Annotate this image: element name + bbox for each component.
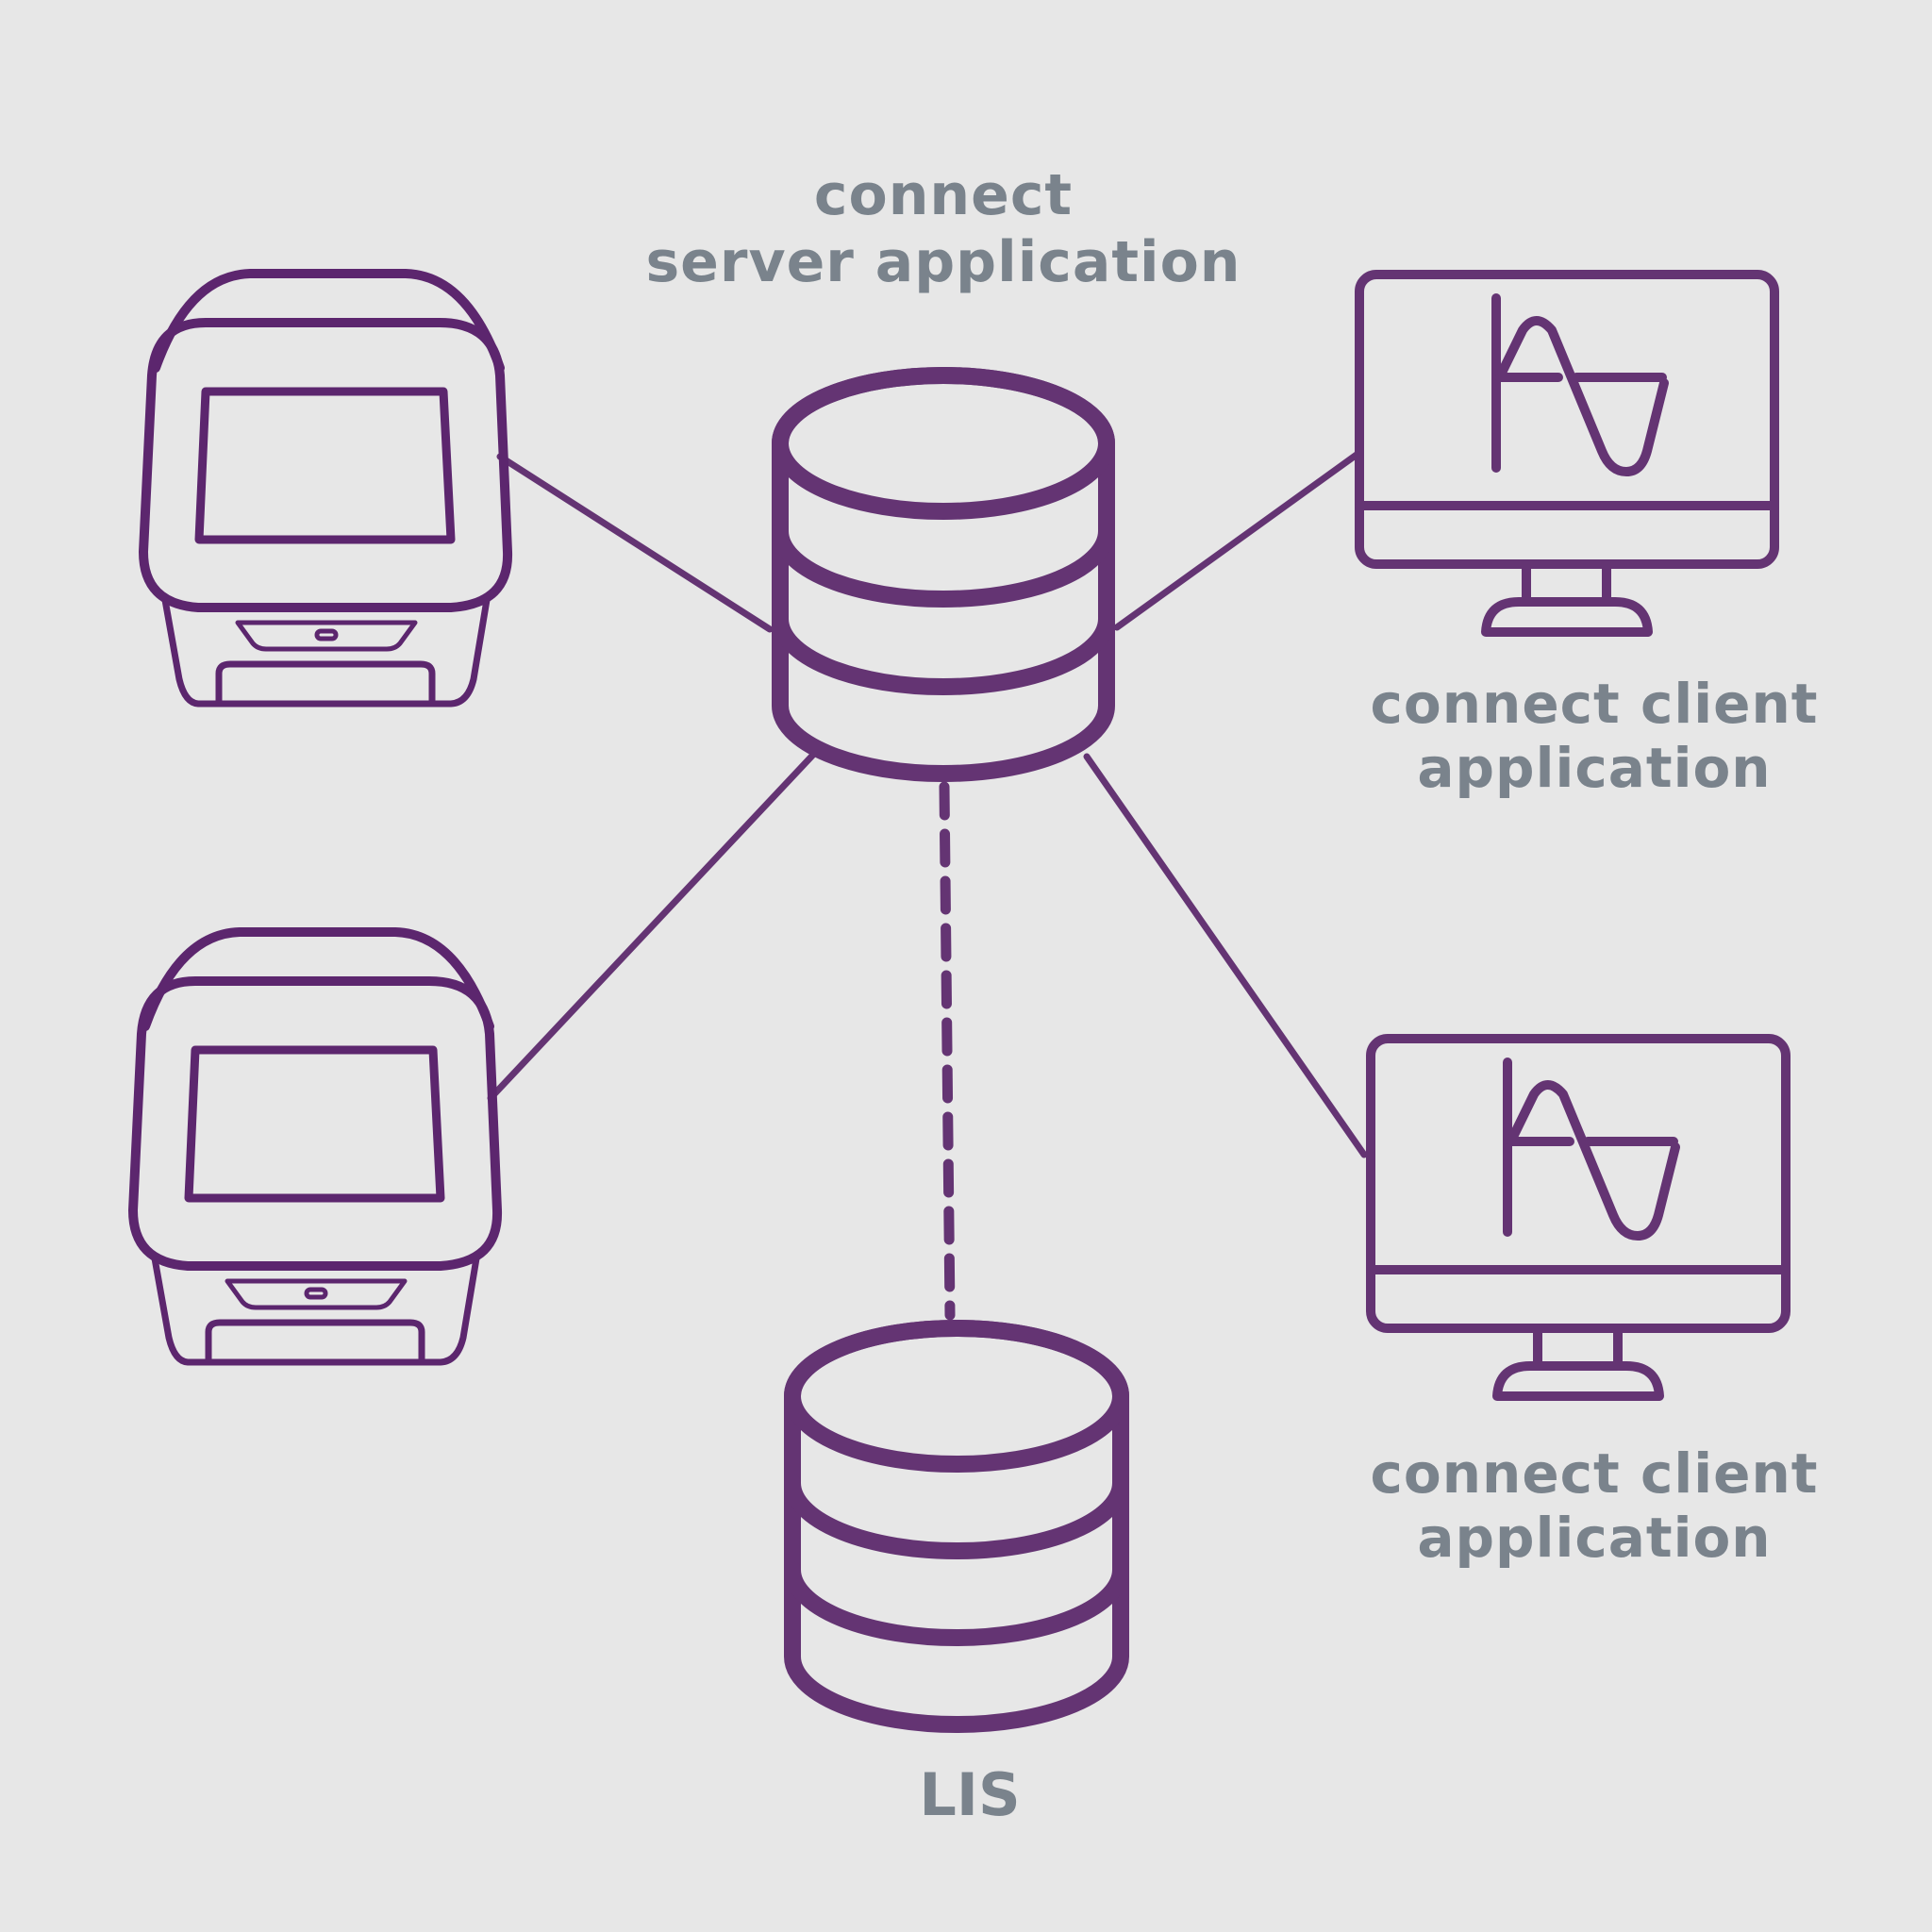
edge-instrument-bottom-to-server	[487, 751, 817, 1102]
client-top-label-line2: application	[1417, 736, 1772, 801]
client-application-bottom-label: connect client application	[1340, 1441, 1849, 1571]
edge-client-bottom-to-server	[1083, 753, 1368, 1158]
edge-client-top-to-server	[1113, 451, 1360, 631]
client-top-label-line1: connect client	[1370, 672, 1819, 736]
client-bottom-label-line2: application	[1417, 1506, 1772, 1571]
edge-instrument-top-to-server	[496, 453, 774, 633]
server-application-label: connect server application	[604, 162, 1283, 296]
client-bottom-label-line1: connect client	[1370, 1441, 1819, 1506]
instrument-bottom-icon[interactable]	[128, 927, 503, 1366]
server-label-line2: server application	[645, 228, 1241, 295]
waveform-icon	[1491, 293, 1669, 476]
waveform-icon	[1503, 1058, 1680, 1241]
server-label-line1: connect	[813, 162, 1074, 228]
client-application-top-label: connect client application	[1340, 672, 1849, 801]
lis-label: LIS	[919, 1760, 1021, 1829]
connectors	[487, 451, 1368, 1321]
edge-server-to-lis-dashed	[939, 781, 956, 1321]
client-monitor-top-icon[interactable]	[1355, 270, 1779, 637]
lis-database-icon[interactable]	[784, 1320, 1129, 1733]
server-database-icon[interactable]	[772, 367, 1115, 782]
instrument-top-icon[interactable]	[139, 269, 513, 708]
client-monitor-bottom-icon[interactable]	[1366, 1034, 1790, 1401]
